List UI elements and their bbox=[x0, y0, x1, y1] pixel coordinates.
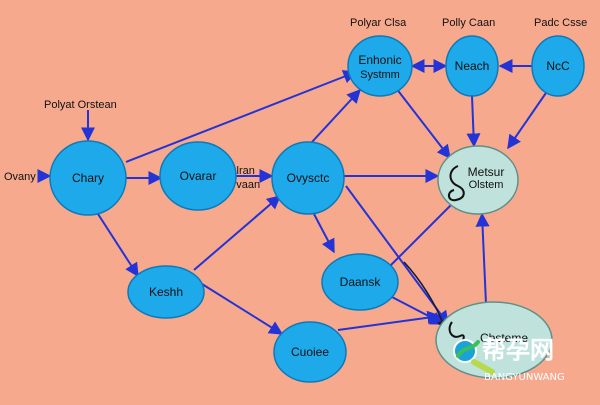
edge-neach-metsur bbox=[466, 95, 481, 148]
edge-keshh-ovysctc bbox=[193, 195, 282, 271]
edge-keshh-cuoiee bbox=[201, 283, 284, 335]
node-keshh-label: Keshh bbox=[149, 285, 183, 299]
watermark-title: 帮孕网 bbox=[482, 336, 554, 364]
edge-cbsteme-metsur bbox=[475, 212, 490, 305]
node-enhonic-label-2: Systmm bbox=[360, 69, 400, 81]
node-neach[interactable]: Neach bbox=[445, 35, 499, 97]
edge-ovysctc-daansk bbox=[313, 213, 335, 254]
label-ovany: Ovany bbox=[4, 171, 36, 183]
watermark-subtitle: BANGYUNWANG bbox=[484, 372, 565, 383]
edge-ovysctc-enhonic bbox=[311, 88, 361, 143]
node-metsur-label-2: Olstem bbox=[469, 179, 504, 191]
node-ovarar[interactable]: Ovarar bbox=[159, 141, 237, 211]
node-ovysctc[interactable]: Ovysctc bbox=[271, 141, 345, 215]
node-ovysctc-label: Ovysctc bbox=[287, 171, 330, 185]
label-polyat-orstean: Polyat Orstean bbox=[44, 99, 117, 111]
edge-cuoiee-cbsteme bbox=[337, 310, 442, 331]
node-enhonic[interactable]: Enhonic Systmm bbox=[347, 35, 413, 97]
node-metsur[interactable]: Metsur Olstem bbox=[437, 145, 519, 215]
label-polyar-clsa: Polyar Clsa bbox=[350, 17, 407, 29]
edge-daansk-metsur bbox=[385, 195, 461, 271]
metsur-scribble-icon bbox=[448, 165, 465, 202]
edge-chary-enhonic bbox=[125, 70, 358, 163]
edge-enhonic-metsur bbox=[395, 87, 451, 160]
node-daansk[interactable]: Daansk bbox=[321, 253, 399, 311]
watermark: 帮孕网 BANGYUNWANG bbox=[453, 336, 565, 383]
node-cuoiee-label: Cuoiee bbox=[291, 345, 329, 359]
node-keshh[interactable]: Keshh bbox=[127, 265, 205, 319]
node-chary-label: Chary bbox=[72, 171, 104, 185]
node-cuoiee[interactable]: Cuoiee bbox=[273, 321, 347, 383]
node-ncc-label: NcC bbox=[546, 59, 570, 73]
nodes: Chary Ovarar Ovysctc Enhonic Systmm Neac… bbox=[49, 35, 585, 383]
node-ncc[interactable]: NcC bbox=[531, 35, 585, 97]
node-ovarar-label: Ovarar bbox=[180, 169, 217, 183]
edge-chary-keshh bbox=[97, 213, 139, 278]
node-cbsteme-label: Cbsteme bbox=[480, 331, 528, 345]
node-enhonic-label-1: Enhonic bbox=[358, 53, 401, 67]
watermark-logo-icon bbox=[453, 339, 495, 375]
node-neach-label: Neach bbox=[455, 59, 490, 73]
node-chary[interactable]: Chary bbox=[49, 140, 127, 216]
edge-ovysctc-cbsteme bbox=[345, 185, 449, 326]
edge-ncc-metsur bbox=[507, 89, 549, 150]
node-daansk-label: Daansk bbox=[340, 275, 382, 289]
label-polly-caan: Polly Caan bbox=[442, 17, 495, 29]
node-metsur-label-1: Metsur bbox=[468, 165, 505, 179]
label-padc-csse: Padc Csse bbox=[534, 17, 587, 29]
labels: Ovany Polyat Orstean Olran Orvaan Polyar… bbox=[4, 17, 587, 191]
